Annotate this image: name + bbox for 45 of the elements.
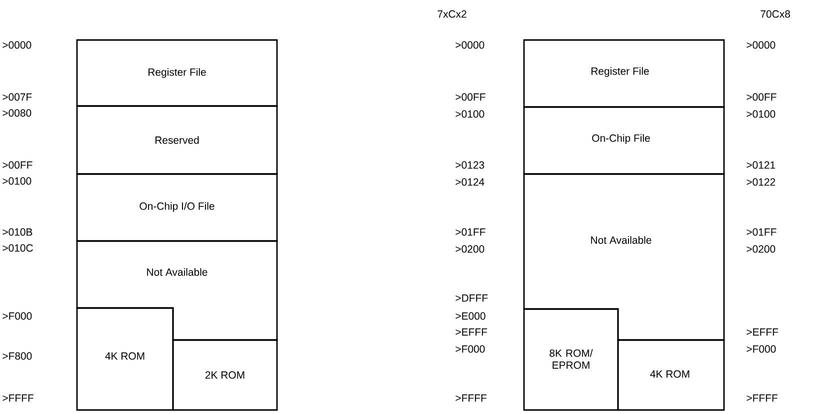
address-label: >0100 bbox=[2, 177, 32, 185]
address-label: >F000 bbox=[746, 345, 776, 353]
address-label: >0100 bbox=[456, 110, 484, 118]
address-label: >FFFF bbox=[2, 394, 34, 402]
address-label: >0122 bbox=[746, 178, 776, 186]
column-heading: 70Cx8 bbox=[760, 10, 790, 18]
address-label: >0080 bbox=[2, 109, 32, 117]
address-label: >0121 bbox=[746, 161, 776, 169]
address-label: >E000 bbox=[456, 312, 486, 320]
memory-region: On-Chip File bbox=[523, 106, 725, 175]
address-label: >EFFF bbox=[746, 328, 778, 336]
memory-region: 4K ROM bbox=[76, 307, 174, 411]
address-label: >01FF bbox=[456, 228, 486, 236]
memory-region: Not Available bbox=[523, 173, 725, 341]
memory-region: Register File bbox=[523, 39, 725, 108]
address-label: >010B bbox=[2, 228, 32, 236]
address-label: >F000 bbox=[2, 312, 32, 320]
address-label: >FFFF bbox=[746, 394, 778, 402]
address-label: >0100 bbox=[746, 110, 776, 118]
column-heading: 7xCx2 bbox=[438, 10, 466, 18]
address-label: >0000 bbox=[746, 41, 776, 49]
memory-region: Register File bbox=[76, 39, 278, 107]
memory-region: 2K ROM bbox=[172, 339, 278, 411]
address-label: >F000 bbox=[456, 345, 485, 353]
address-label: >0200 bbox=[456, 245, 484, 253]
address-label: >FFFF bbox=[456, 394, 486, 402]
memory-region: On-Chip I/O File bbox=[76, 173, 278, 242]
address-label: >00FF bbox=[2, 161, 32, 169]
address-label: >0124 bbox=[456, 178, 484, 186]
address-label: >0123 bbox=[456, 161, 484, 169]
address-label: >0200 bbox=[746, 245, 776, 253]
address-label: >00FF bbox=[746, 93, 776, 101]
address-label: >F800 bbox=[2, 352, 32, 360]
memory-region: Reserved bbox=[76, 105, 278, 175]
memory-region: Not Available bbox=[76, 240, 278, 341]
address-label: >00FF bbox=[456, 93, 486, 101]
address-label: >010C bbox=[2, 244, 33, 252]
memory-region: 4K ROM bbox=[617, 339, 725, 411]
memory-region: 8K ROM/ EPROM bbox=[523, 308, 619, 411]
address-label: >EFFF bbox=[456, 328, 488, 336]
address-label: >01FF bbox=[746, 228, 776, 236]
address-label: >0000 bbox=[456, 41, 484, 49]
address-label: >007F bbox=[2, 93, 32, 101]
address-label: >0000 bbox=[2, 41, 32, 49]
address-label: >DFFF bbox=[456, 294, 488, 302]
